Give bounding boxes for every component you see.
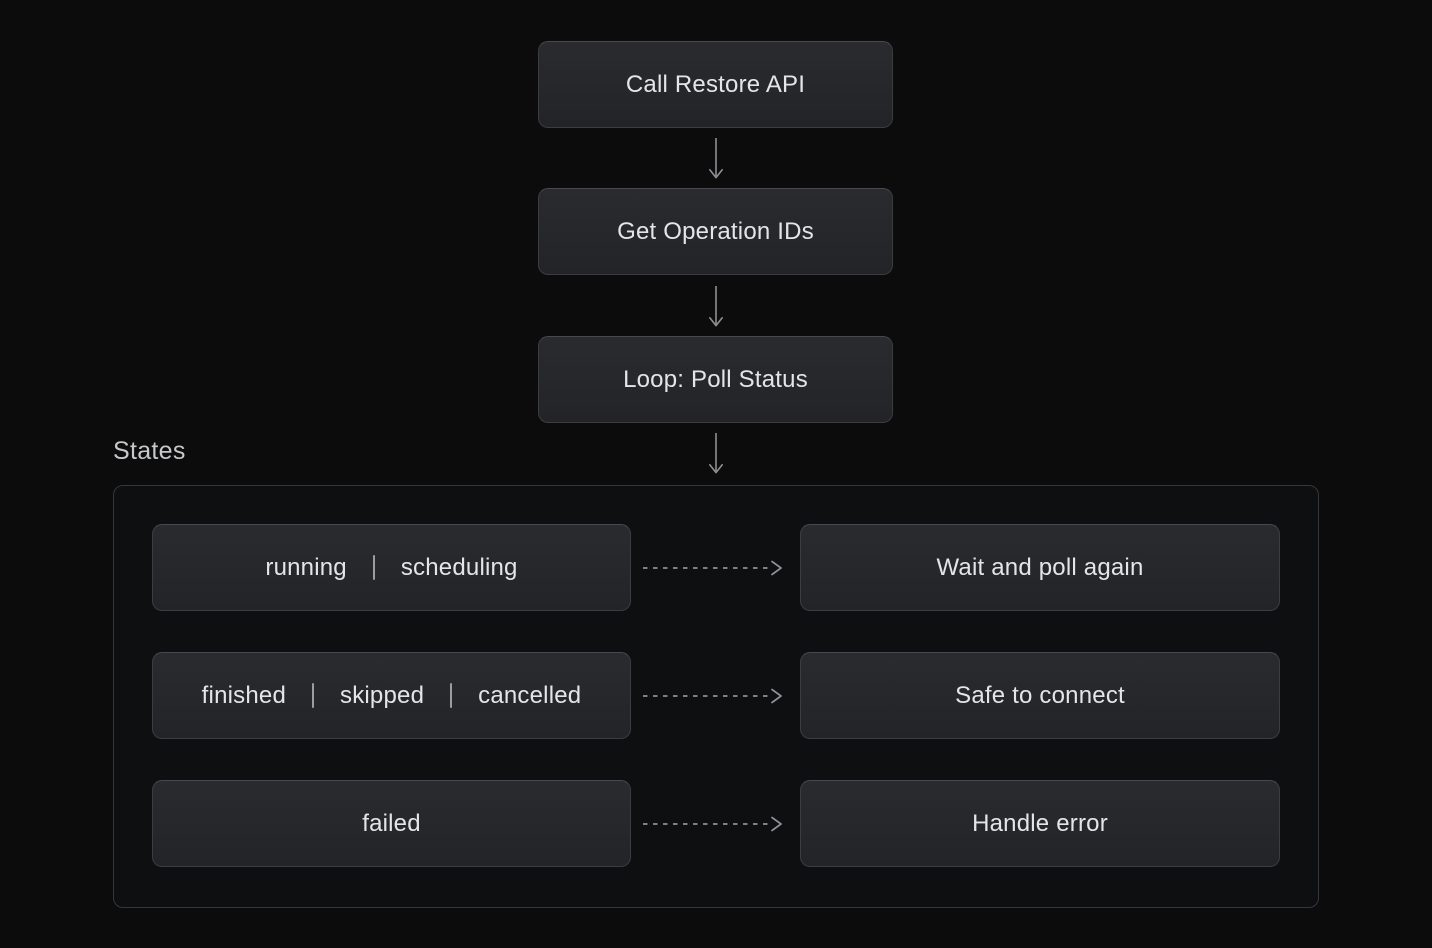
flow-node-label: Call Restore API (625, 70, 806, 98)
state-separator (312, 683, 314, 708)
dashed-arrow-right-icon (631, 780, 800, 867)
state-box-failed: failed (152, 780, 631, 867)
flow-node-call-restore-api: Call Restore API (538, 41, 893, 128)
state-row-running-scheduling: running scheduling Wait and poll again (152, 524, 1280, 611)
state-row-finished-skipped-cancelled: finished skipped cancelled Safe to conne… (152, 652, 1280, 739)
outcome-label: Wait and poll again (936, 553, 1144, 581)
outcome-box-handle-error: Handle error (800, 780, 1280, 867)
states-container: running scheduling Wait and poll again f… (113, 485, 1319, 908)
state-label: scheduling (400, 553, 518, 581)
dashed-arrow-right-icon (631, 652, 800, 739)
state-box-running-scheduling: running scheduling (152, 524, 631, 611)
arrow-down-icon (709, 286, 723, 327)
outcome-label: Safe to connect (955, 681, 1125, 709)
outcome-box-safe-to-connect: Safe to connect (800, 652, 1280, 739)
outcome-label: Handle error (972, 809, 1108, 837)
outcome-box-wait-and-poll-again: Wait and poll again (800, 524, 1280, 611)
flow-node-label: Get Operation IDs (617, 217, 814, 245)
state-label: failed (362, 809, 421, 837)
state-label: cancelled (478, 681, 582, 709)
state-separator (450, 683, 453, 708)
flow-node-label: Loop: Poll Status (623, 365, 808, 393)
state-box-finished-skipped-cancelled: finished skipped cancelled (152, 652, 631, 739)
arrow-down-icon (709, 138, 723, 179)
state-row-failed: failed Handle error (152, 780, 1280, 867)
dashed-arrow-right-icon (631, 524, 800, 611)
state-label: running (265, 553, 347, 581)
states-section-title: States (113, 437, 186, 465)
arrow-down-icon (709, 433, 723, 474)
flow-node-get-operation-ids: Get Operation IDs (538, 188, 893, 275)
state-label: skipped (340, 681, 425, 709)
flow-node-loop-poll-status: Loop: Poll Status (538, 336, 893, 423)
state-label: finished (201, 681, 286, 709)
state-separator (372, 555, 375, 580)
